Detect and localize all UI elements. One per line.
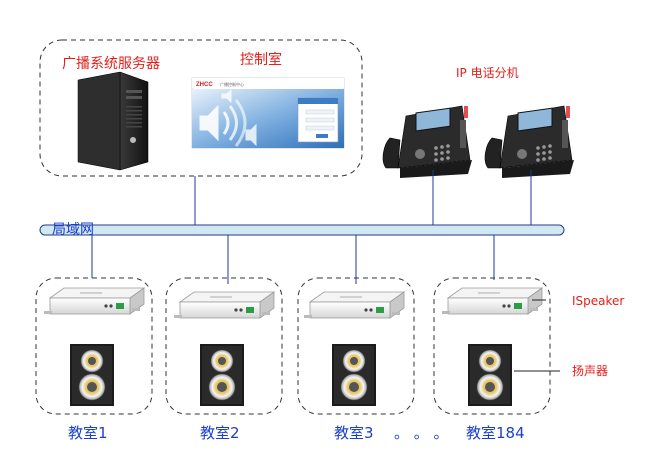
ispeaker-device-3-icon — [303, 291, 405, 319]
ellipsis-label: 。 。 。 — [394, 424, 449, 442]
ispeaker-device-2-icon — [173, 291, 275, 319]
ip-phone-1-icon — [382, 105, 473, 179]
screen-caption: 广播控制中心 — [220, 81, 244, 87]
classroom-3-frame — [297, 277, 415, 415]
control-room-screen: ZHCC 广播控制中心 — [191, 77, 345, 149]
ip-phone-2-icon — [484, 105, 575, 179]
loudspeaker-184-icon — [467, 343, 513, 407]
network-links — [91, 170, 532, 284]
server-group-frame — [39, 39, 363, 177]
classroom-3-label: 教室3 — [334, 424, 374, 442]
server-tower-icon — [77, 71, 149, 171]
lan-label: 局域网 — [52, 222, 94, 238]
server-label: 广播系统服务器 — [62, 56, 160, 72]
loudspeaker-2-icon — [199, 343, 245, 407]
classroom-1-label: 教室1 — [68, 424, 108, 442]
ispeaker-callout-label: ISpeaker — [572, 294, 624, 308]
ip-phone-label: IP 电话分机 — [456, 66, 519, 80]
speaker-volume-icon — [199, 88, 257, 147]
lan-bus-bar — [39, 224, 565, 236]
ispeaker-device-184-icon — [441, 287, 543, 315]
ispeaker-device-1-icon — [43, 287, 145, 315]
login-dialog — [297, 97, 339, 143]
loudspeaker-1-icon — [69, 343, 115, 407]
classroom-184-frame — [433, 277, 551, 415]
classroom-184-label: 教室184 — [466, 424, 525, 442]
classroom-2-frame — [165, 277, 283, 415]
loudspeaker-3-icon — [331, 343, 377, 407]
control-room-label: 控制室 — [240, 51, 282, 68]
speaker-callout-label: 扬声器 — [572, 363, 608, 378]
classroom-1-frame — [35, 277, 153, 415]
screen-logo: ZHCC — [196, 82, 213, 88]
classroom-2-label: 教室2 — [200, 424, 240, 442]
